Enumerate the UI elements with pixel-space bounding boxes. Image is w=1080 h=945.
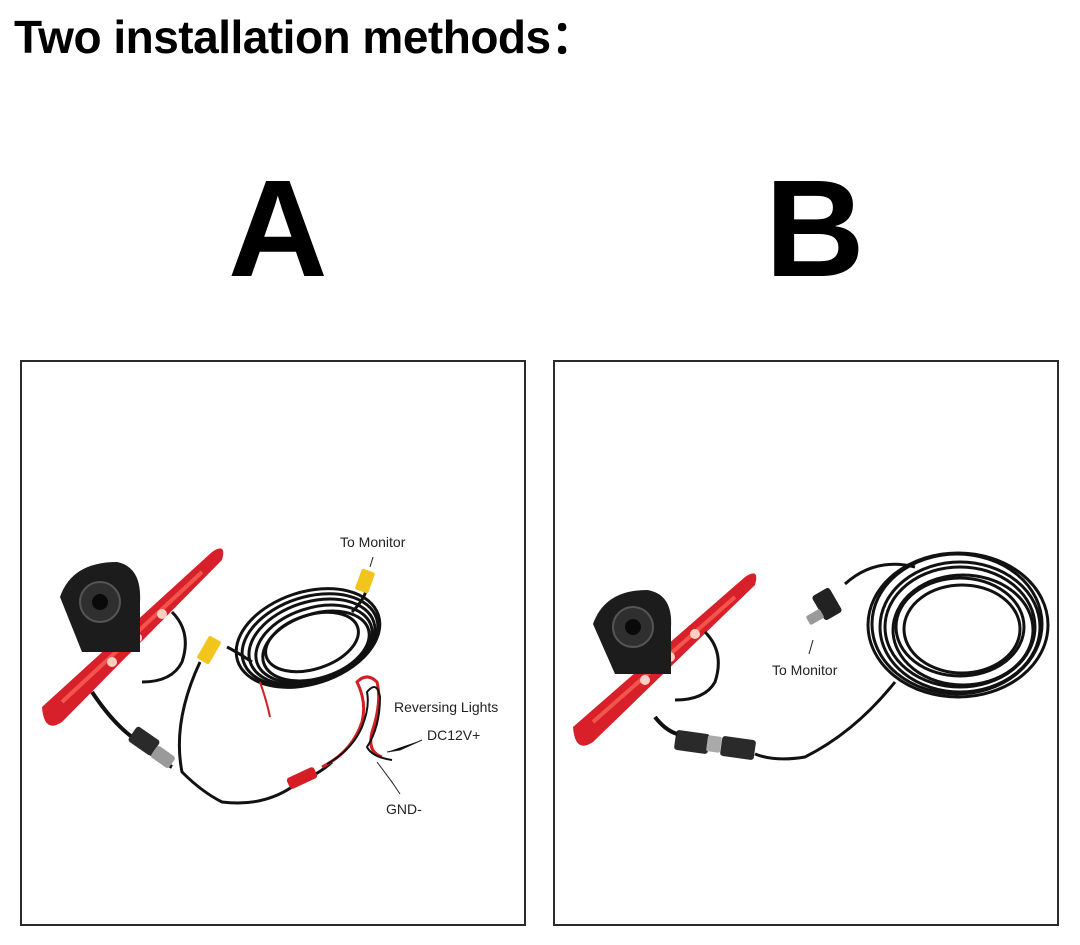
method-b-cable-coil — [866, 551, 1050, 699]
method-a-label-to-monitor: To Monitor — [340, 534, 406, 550]
method-a-rca-monitor — [355, 568, 375, 594]
method-b-diagram: To Monitor — [573, 551, 1050, 761]
method-a-rca-camera — [197, 635, 221, 665]
method-b-monitor-cable — [843, 562, 916, 586]
page-title: Two installation methods： — [14, 11, 597, 63]
method-a-panel: To Monitor Reversing Lights DC12V+ GND- — [20, 360, 526, 926]
method-b-label-to-monitor: To Monitor — [772, 662, 838, 678]
method-b-camera — [593, 590, 720, 702]
method-a-camera — [60, 562, 187, 684]
method-a-label-reversing-lights: Reversing Lights — [394, 699, 498, 715]
method-a-label-dc12v: DC12V+ — [427, 727, 480, 743]
method-b-letter: B — [765, 152, 865, 306]
method-a-power-plug — [286, 767, 318, 789]
method-a-power-wires — [321, 675, 383, 769]
method-a-diagram: To Monitor Reversing Lights DC12V+ GND- — [42, 534, 498, 817]
method-b-main-cable — [754, 681, 897, 761]
method-a-letter: A — [228, 152, 328, 306]
method-b-panel: To Monitor — [553, 360, 1059, 926]
method-b-monitor-connector — [812, 587, 842, 621]
method-a-label-gnd: GND- — [386, 801, 422, 817]
method-a-cable-coil — [234, 587, 382, 689]
